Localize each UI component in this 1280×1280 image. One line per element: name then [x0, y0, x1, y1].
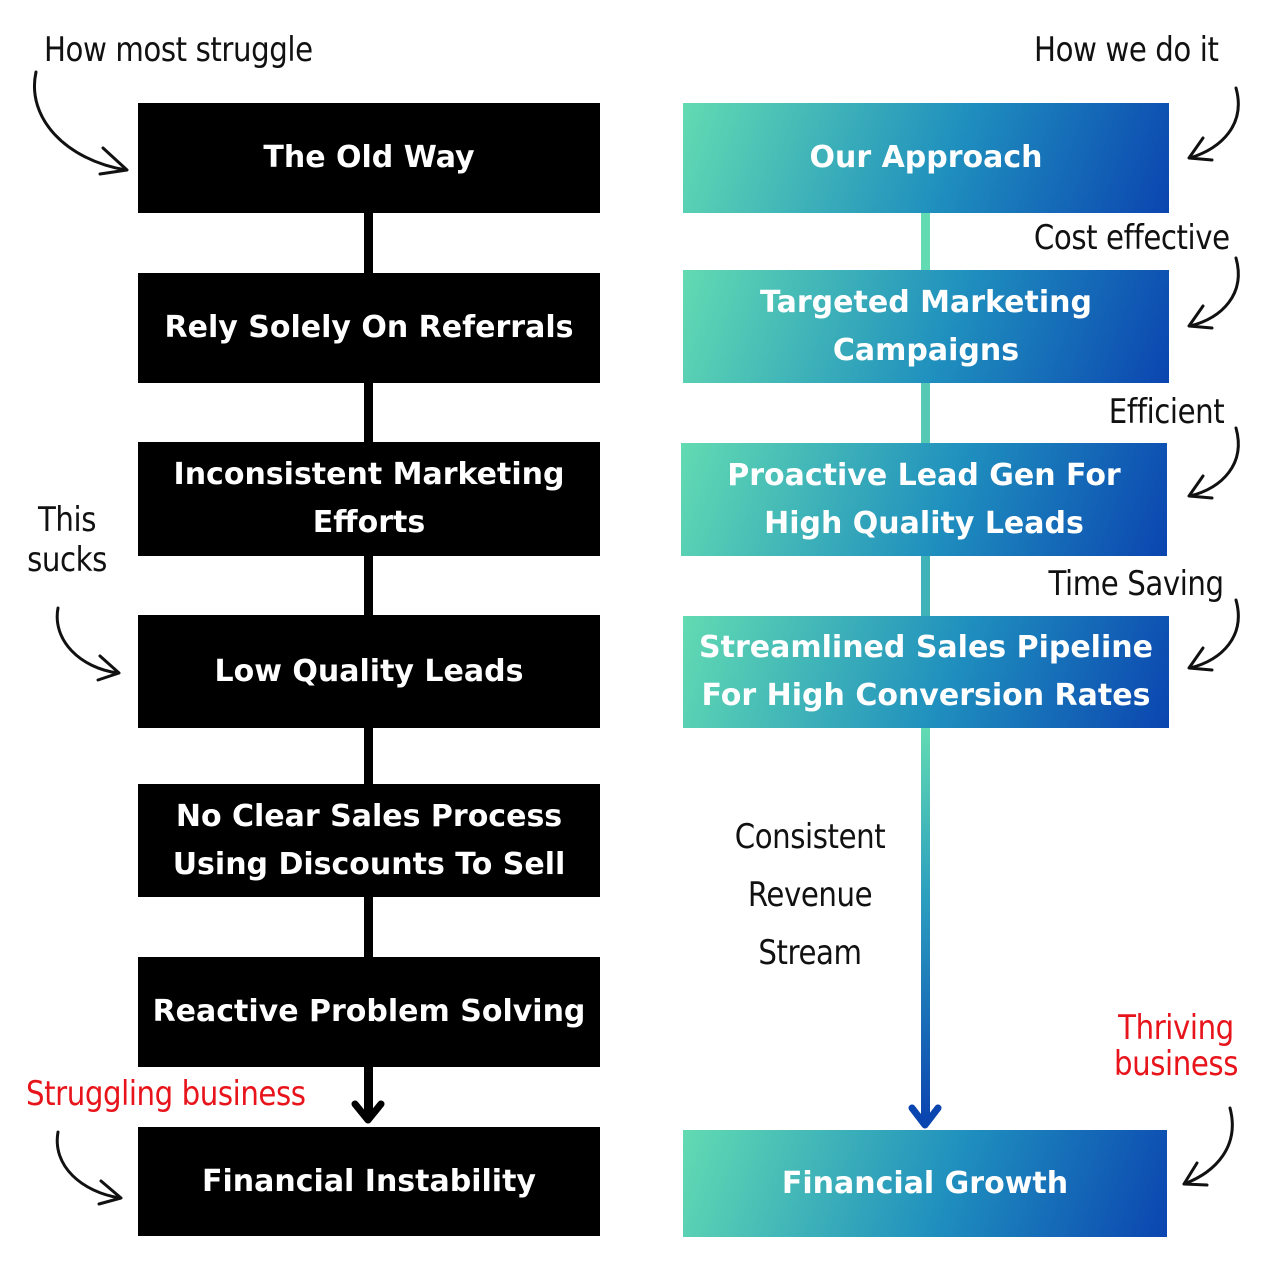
left-connector-5	[364, 897, 373, 958]
right-arrowhead	[908, 1104, 942, 1129]
left-connector-1	[364, 213, 373, 274]
step-proactive-lead-gen: Proactive Lead Gen For High Quality Lead…	[681, 443, 1167, 556]
curved-arrow-this-sucks-head	[96, 654, 121, 682]
left-connector-4	[364, 728, 373, 785]
curved-arrow-struggling	[55, 1130, 122, 1200]
note-consistent-revenue-stream: Consistent Revenue Stream	[715, 808, 904, 982]
curved-arrow-how-we-head	[1187, 136, 1214, 162]
curved-arrow-efficient	[1188, 426, 1240, 498]
note-efficient: Efficient	[1108, 392, 1224, 432]
step-inconsistent-marketing: Inconsistent Marketing Efforts	[138, 442, 600, 556]
left-connector-6	[364, 1067, 373, 1117]
note-struggling-business: Struggling business	[26, 1074, 306, 1114]
curved-arrow-struggling-head	[97, 1179, 123, 1206]
step-targeted-marketing: Targeted Marketing Campaigns	[683, 270, 1169, 383]
note-business: business	[1113, 1044, 1239, 1084]
note-this-sucks-line1: This	[37, 500, 97, 540]
step-streamlined-pipeline: Streamlined Sales Pipeline For High Conv…	[683, 616, 1169, 728]
outcome-financial-instability: Financial Instability	[138, 1127, 600, 1236]
note-how-most-struggle: How most struggle	[44, 30, 313, 70]
curved-arrow-how-most-head	[98, 146, 129, 176]
note-consistent: Consistent	[734, 817, 886, 857]
curved-arrow-time-saving	[1188, 598, 1240, 670]
right-connector-4	[921, 728, 930, 1120]
curved-arrow-cost-effective-head	[1187, 304, 1214, 330]
note-cost-effective: Cost effective	[1034, 218, 1230, 258]
note-thriving: Thriving	[1118, 1008, 1234, 1048]
note-stream: Stream	[758, 933, 862, 973]
curved-arrow-cost-effective	[1188, 256, 1240, 328]
right-connector-3	[921, 556, 930, 616]
step-reactive-problem-solving: Reactive Problem Solving	[138, 957, 600, 1067]
step-no-sales-process: No Clear Sales Process Using Discounts T…	[138, 784, 600, 897]
note-how-we-do-it: How we do it	[1033, 30, 1219, 70]
step-low-quality-leads: Low Quality Leads	[138, 615, 600, 728]
note-thriving-business: Thriving business	[1107, 1010, 1245, 1082]
right-connector-2	[921, 383, 930, 443]
curved-arrow-this-sucks	[55, 606, 120, 675]
curved-arrow-how-most	[33, 70, 128, 172]
curved-arrow-thriving	[1182, 1106, 1234, 1186]
note-revenue: Revenue	[747, 875, 873, 915]
our-approach-header: Our Approach	[683, 103, 1169, 213]
left-connector-2	[364, 383, 373, 443]
curved-arrow-how-we	[1188, 86, 1240, 160]
old-way-header: The Old Way	[138, 103, 600, 213]
note-this-sucks-line2: sucks	[27, 540, 107, 580]
curved-arrow-efficient-head	[1187, 474, 1214, 500]
right-connector-1	[921, 213, 930, 270]
note-time-saving: Time Saving	[1048, 564, 1225, 604]
note-this-sucks: This sucks	[18, 500, 116, 580]
curved-arrow-thriving-head	[1182, 1161, 1209, 1187]
left-connector-3	[364, 556, 373, 616]
outcome-financial-growth: Financial Growth	[683, 1130, 1167, 1237]
step-rely-on-referrals: Rely Solely On Referrals	[138, 273, 600, 383]
curved-arrow-time-saving-head	[1187, 646, 1214, 672]
left-arrowhead	[351, 1100, 385, 1124]
